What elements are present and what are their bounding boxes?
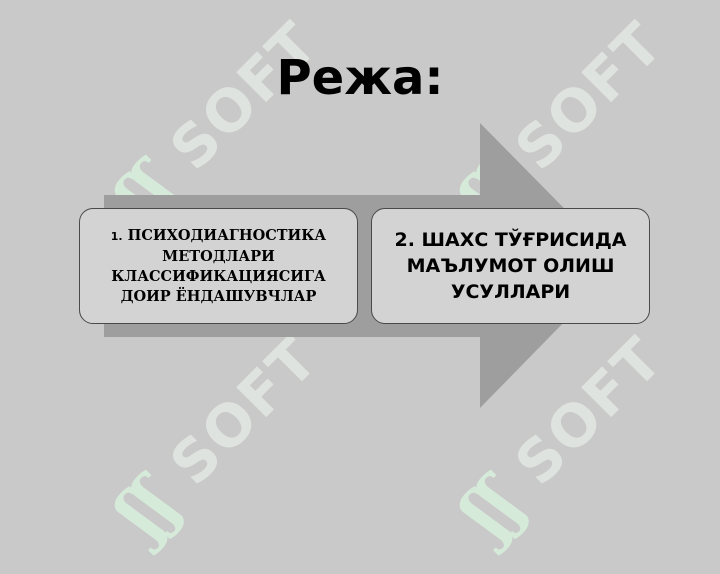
step-text-1: ПСИХОДИАГНОСТИКА МЕТОДЛАРИ КЛАССИФИКАЦИЯ…	[111, 226, 327, 305]
page-title: Режа:	[276, 50, 444, 106]
step-number-1: 1.	[110, 229, 123, 243]
process-arrow	[104, 123, 620, 408]
step-text-2: 2. ШАХС ТЎҒРИСИДА МАЪЛУМОТ ОЛИШ УСУЛЛАРИ	[394, 229, 627, 303]
step-label-1: 1. ПСИХОДИАГНОСТИКА МЕТОДЛАРИ КЛАССИФИКА…	[88, 226, 349, 307]
arrow-shape	[104, 123, 620, 408]
step-box-2: 2. ШАХС ТЎҒРИСИДА МАЪЛУМОТ ОЛИШ УСУЛЛАРИ	[371, 208, 650, 324]
slide: ʃʃ SOFT ʃʃ SOFT ʃʃ SOFT ʃʃ SOFT Режа: 1.…	[79, 9, 676, 554]
step-box-1: 1. ПСИХОДИАГНОСТИКА МЕТОДЛАРИ КЛАССИФИКА…	[79, 208, 358, 324]
